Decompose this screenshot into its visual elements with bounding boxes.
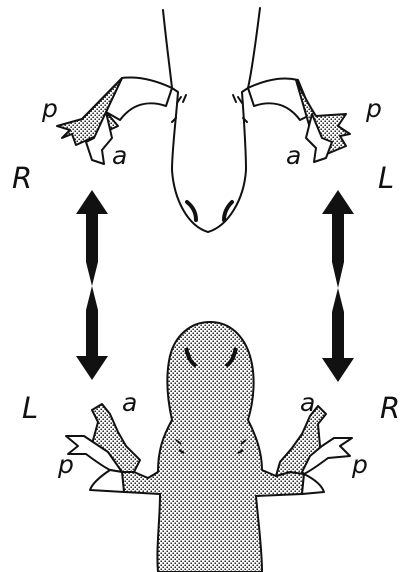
label-top-right-posterior: p <box>42 96 58 121</box>
label-bottom-left-anterior: a <box>122 390 137 415</box>
bottom-body <box>122 322 304 572</box>
label-top-left-posterior: p <box>366 96 382 121</box>
label-top-side-L: L <box>378 164 394 193</box>
label-bottom-right-posterior: p <box>352 452 368 477</box>
label-top-right-anterior: a <box>112 143 127 168</box>
right-double-arrow <box>322 190 354 382</box>
label-bottom-left-posterior: p <box>58 452 74 477</box>
bottom-dorsal-animal <box>122 322 304 572</box>
label-top-side-R: R <box>12 164 32 193</box>
label-top-left-anterior: a <box>286 143 301 168</box>
label-bottom-side-R: R <box>380 394 400 423</box>
left-double-arrow <box>76 190 108 380</box>
label-bottom-right-anterior: a <box>300 390 315 415</box>
label-bottom-side-L: L <box>22 394 38 423</box>
top-ventral-animal <box>163 8 260 232</box>
